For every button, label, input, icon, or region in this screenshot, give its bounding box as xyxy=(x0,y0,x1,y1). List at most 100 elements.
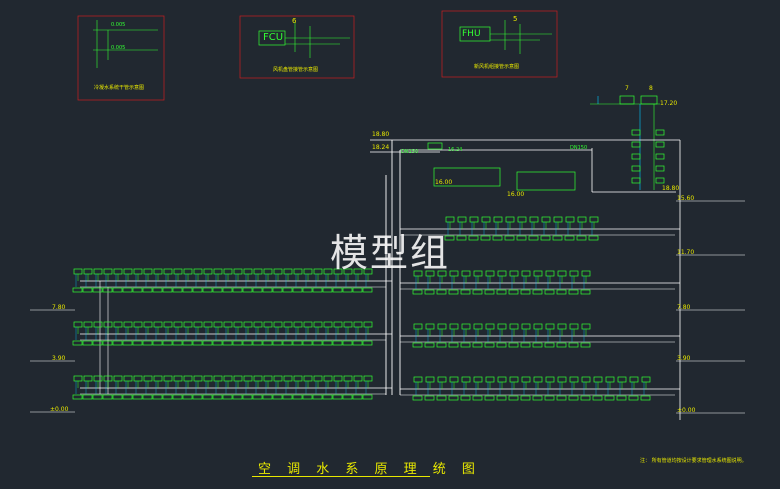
fan-coil-unit xyxy=(113,268,123,275)
fan-coil-unit xyxy=(263,268,273,275)
fan-coil-unit xyxy=(203,375,213,382)
unit-valve xyxy=(362,287,373,293)
legend-fhu-label: FHU xyxy=(462,29,481,39)
fan-coil-unit xyxy=(73,375,83,382)
fan-coil-unit xyxy=(545,323,555,330)
fan-coil-unit xyxy=(343,375,353,382)
fan-coil-unit xyxy=(333,375,343,382)
level-right-3: 7.80 xyxy=(677,304,691,311)
fan-coil-unit xyxy=(425,323,435,330)
legend-caption-fcu: 风机盘管接管示意图 xyxy=(273,67,319,73)
unit-valve xyxy=(448,342,459,348)
unit-valve xyxy=(448,289,459,295)
fan-coil-unit xyxy=(143,375,153,382)
fan-coil-unit xyxy=(293,375,303,382)
unit-valve xyxy=(456,235,467,241)
unit-valve xyxy=(556,342,567,348)
unit-valve xyxy=(282,340,293,346)
fan-coil-unit xyxy=(233,321,243,328)
fan-coil-unit xyxy=(313,268,323,275)
unit-valve xyxy=(424,395,435,401)
fan-coil-unit xyxy=(545,376,555,383)
fan-coil-unit xyxy=(449,270,459,277)
unit-valve xyxy=(532,342,543,348)
unit-valve xyxy=(460,395,471,401)
fan-coil-unit xyxy=(517,216,527,223)
fan-coil-unit xyxy=(481,216,491,223)
fan-coil-unit xyxy=(461,376,471,383)
fan-coil-unit xyxy=(263,321,273,328)
valve xyxy=(631,153,641,160)
unit-valve xyxy=(192,287,203,293)
unit-valve xyxy=(460,289,471,295)
unit-valve xyxy=(292,287,303,293)
level-left-1: 7.80 xyxy=(52,304,66,311)
fan-coil-unit xyxy=(303,321,313,328)
fan-coil-unit xyxy=(529,216,539,223)
watermark-text: 模型组 xyxy=(330,231,451,275)
unit-valve xyxy=(122,287,133,293)
fan-coil-unit xyxy=(223,375,233,382)
unit-valve xyxy=(472,342,483,348)
unit-valve xyxy=(580,342,591,348)
fan-coil-unit xyxy=(497,376,507,383)
fan-coil-unit xyxy=(437,323,447,330)
fan-coil-unit xyxy=(243,268,253,275)
unit-valve xyxy=(312,394,323,400)
fan-coil-unit xyxy=(437,376,447,383)
fan-coil-unit xyxy=(509,323,519,330)
unit-valve xyxy=(412,342,423,348)
fan-coil-unit xyxy=(273,375,283,382)
unit-valve xyxy=(302,340,313,346)
fan-coil-unit xyxy=(273,321,283,328)
unit-valve xyxy=(132,394,143,400)
unit-valve xyxy=(262,340,273,346)
fan-coil-unit xyxy=(521,323,531,330)
unit-valve xyxy=(312,287,323,293)
unit-valve xyxy=(508,342,519,348)
level-right-4: 3.90 xyxy=(677,355,691,362)
unit-valve xyxy=(528,235,539,241)
fan-coil-unit xyxy=(323,321,333,328)
fan-coil-unit xyxy=(557,270,567,277)
unit-valve xyxy=(556,289,567,295)
unit-valve xyxy=(242,394,253,400)
valve xyxy=(655,177,665,184)
level-right-1: 15.60 xyxy=(677,195,695,202)
unit-valve xyxy=(292,340,303,346)
fan-coil-unit xyxy=(263,375,273,382)
fan-coil-unit xyxy=(473,270,483,277)
unit-valve xyxy=(152,394,163,400)
fan-coil-unit xyxy=(457,216,467,223)
unit-valve xyxy=(252,340,263,346)
fan-coil-unit xyxy=(473,323,483,330)
fan-coil-unit xyxy=(133,375,143,382)
unit-valve xyxy=(272,287,283,293)
fan-coil-unit xyxy=(629,376,639,383)
fan-coil-unit xyxy=(565,216,575,223)
fan-coil-unit xyxy=(545,270,555,277)
roof-right-top-level: 17.20 xyxy=(660,100,678,107)
fan-coil-unit xyxy=(313,321,323,328)
unit-valve xyxy=(292,394,303,400)
roof-level-mid: 16.24 xyxy=(448,147,463,153)
unit-valve xyxy=(142,287,153,293)
title-underline xyxy=(252,476,430,477)
fan-coil-unit xyxy=(413,376,423,383)
fan-coil-unit xyxy=(113,375,123,382)
fan-coil-unit xyxy=(283,321,293,328)
roof-equipment xyxy=(427,95,665,191)
roof-unit-7 xyxy=(619,95,635,105)
unit-valve xyxy=(616,395,627,401)
legend-frame-fhu xyxy=(441,10,558,78)
unit-valve xyxy=(472,395,483,401)
unit-valve xyxy=(568,395,579,401)
unit-valve xyxy=(182,287,193,293)
unit-valve xyxy=(362,340,373,346)
fan-coil-unit xyxy=(413,323,423,330)
unit-valve xyxy=(112,340,123,346)
fan-coil-unit xyxy=(243,375,253,382)
fan-coil-unit xyxy=(73,321,83,328)
unit-valve xyxy=(282,287,293,293)
fan-coil-unit xyxy=(143,268,153,275)
